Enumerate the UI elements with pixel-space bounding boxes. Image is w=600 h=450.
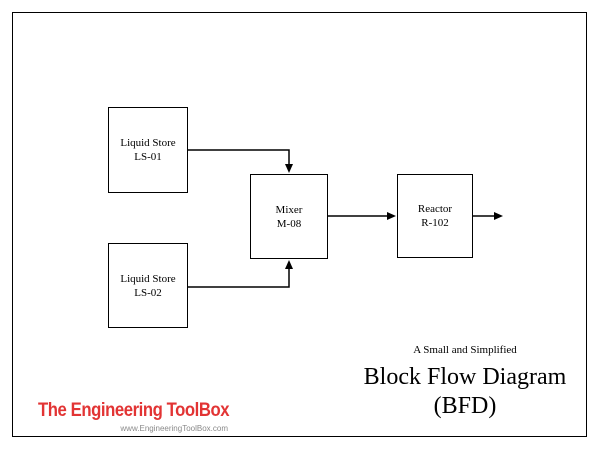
block-tag: LS-01 [134, 151, 162, 163]
block-reactor-r102: Reactor R-102 [397, 174, 473, 258]
caption-subtitle: A Small and Simplified [413, 344, 517, 356]
engineering-toolbox-url: www.EngineeringToolBox.com [120, 424, 228, 433]
block-liquid-store-ls01: Liquid Store LS-01 [108, 107, 188, 193]
block-name: Mixer [275, 203, 303, 216]
arrowhead-down-icon [285, 164, 293, 173]
engineering-toolbox-logo: The Engineering ToolBox [38, 400, 230, 421]
page-title-line2: (BFD) [433, 393, 497, 419]
block-liquid-store-ls02: Liquid Store LS-02 [108, 243, 188, 328]
block-tag: M-08 [276, 217, 302, 230]
diagram-caption: A Small and Simplified Block Flow Diagra… [340, 343, 590, 421]
block-name: Reactor [417, 203, 453, 215]
block-name: Liquid Store [120, 137, 176, 149]
branding-block: The Engineering ToolBox www.EngineeringT… [38, 400, 255, 433]
block-name: Liquid Store [120, 272, 176, 285]
connector-ls02-to-mixer [188, 266, 290, 288]
page-border-frame [12, 12, 587, 437]
block-tag: LS-02 [134, 286, 162, 299]
block-tag: R-102 [421, 217, 449, 229]
connector-ls01-to-mixer [188, 149, 290, 167]
page-title-line1: Block Flow Diagram [363, 364, 567, 390]
block-mixer-m08: Mixer M-08 [250, 174, 328, 259]
arrowhead-up-icon [285, 260, 293, 269]
arrowhead-right-icon [387, 212, 396, 220]
arrowhead-right-icon [494, 212, 503, 220]
